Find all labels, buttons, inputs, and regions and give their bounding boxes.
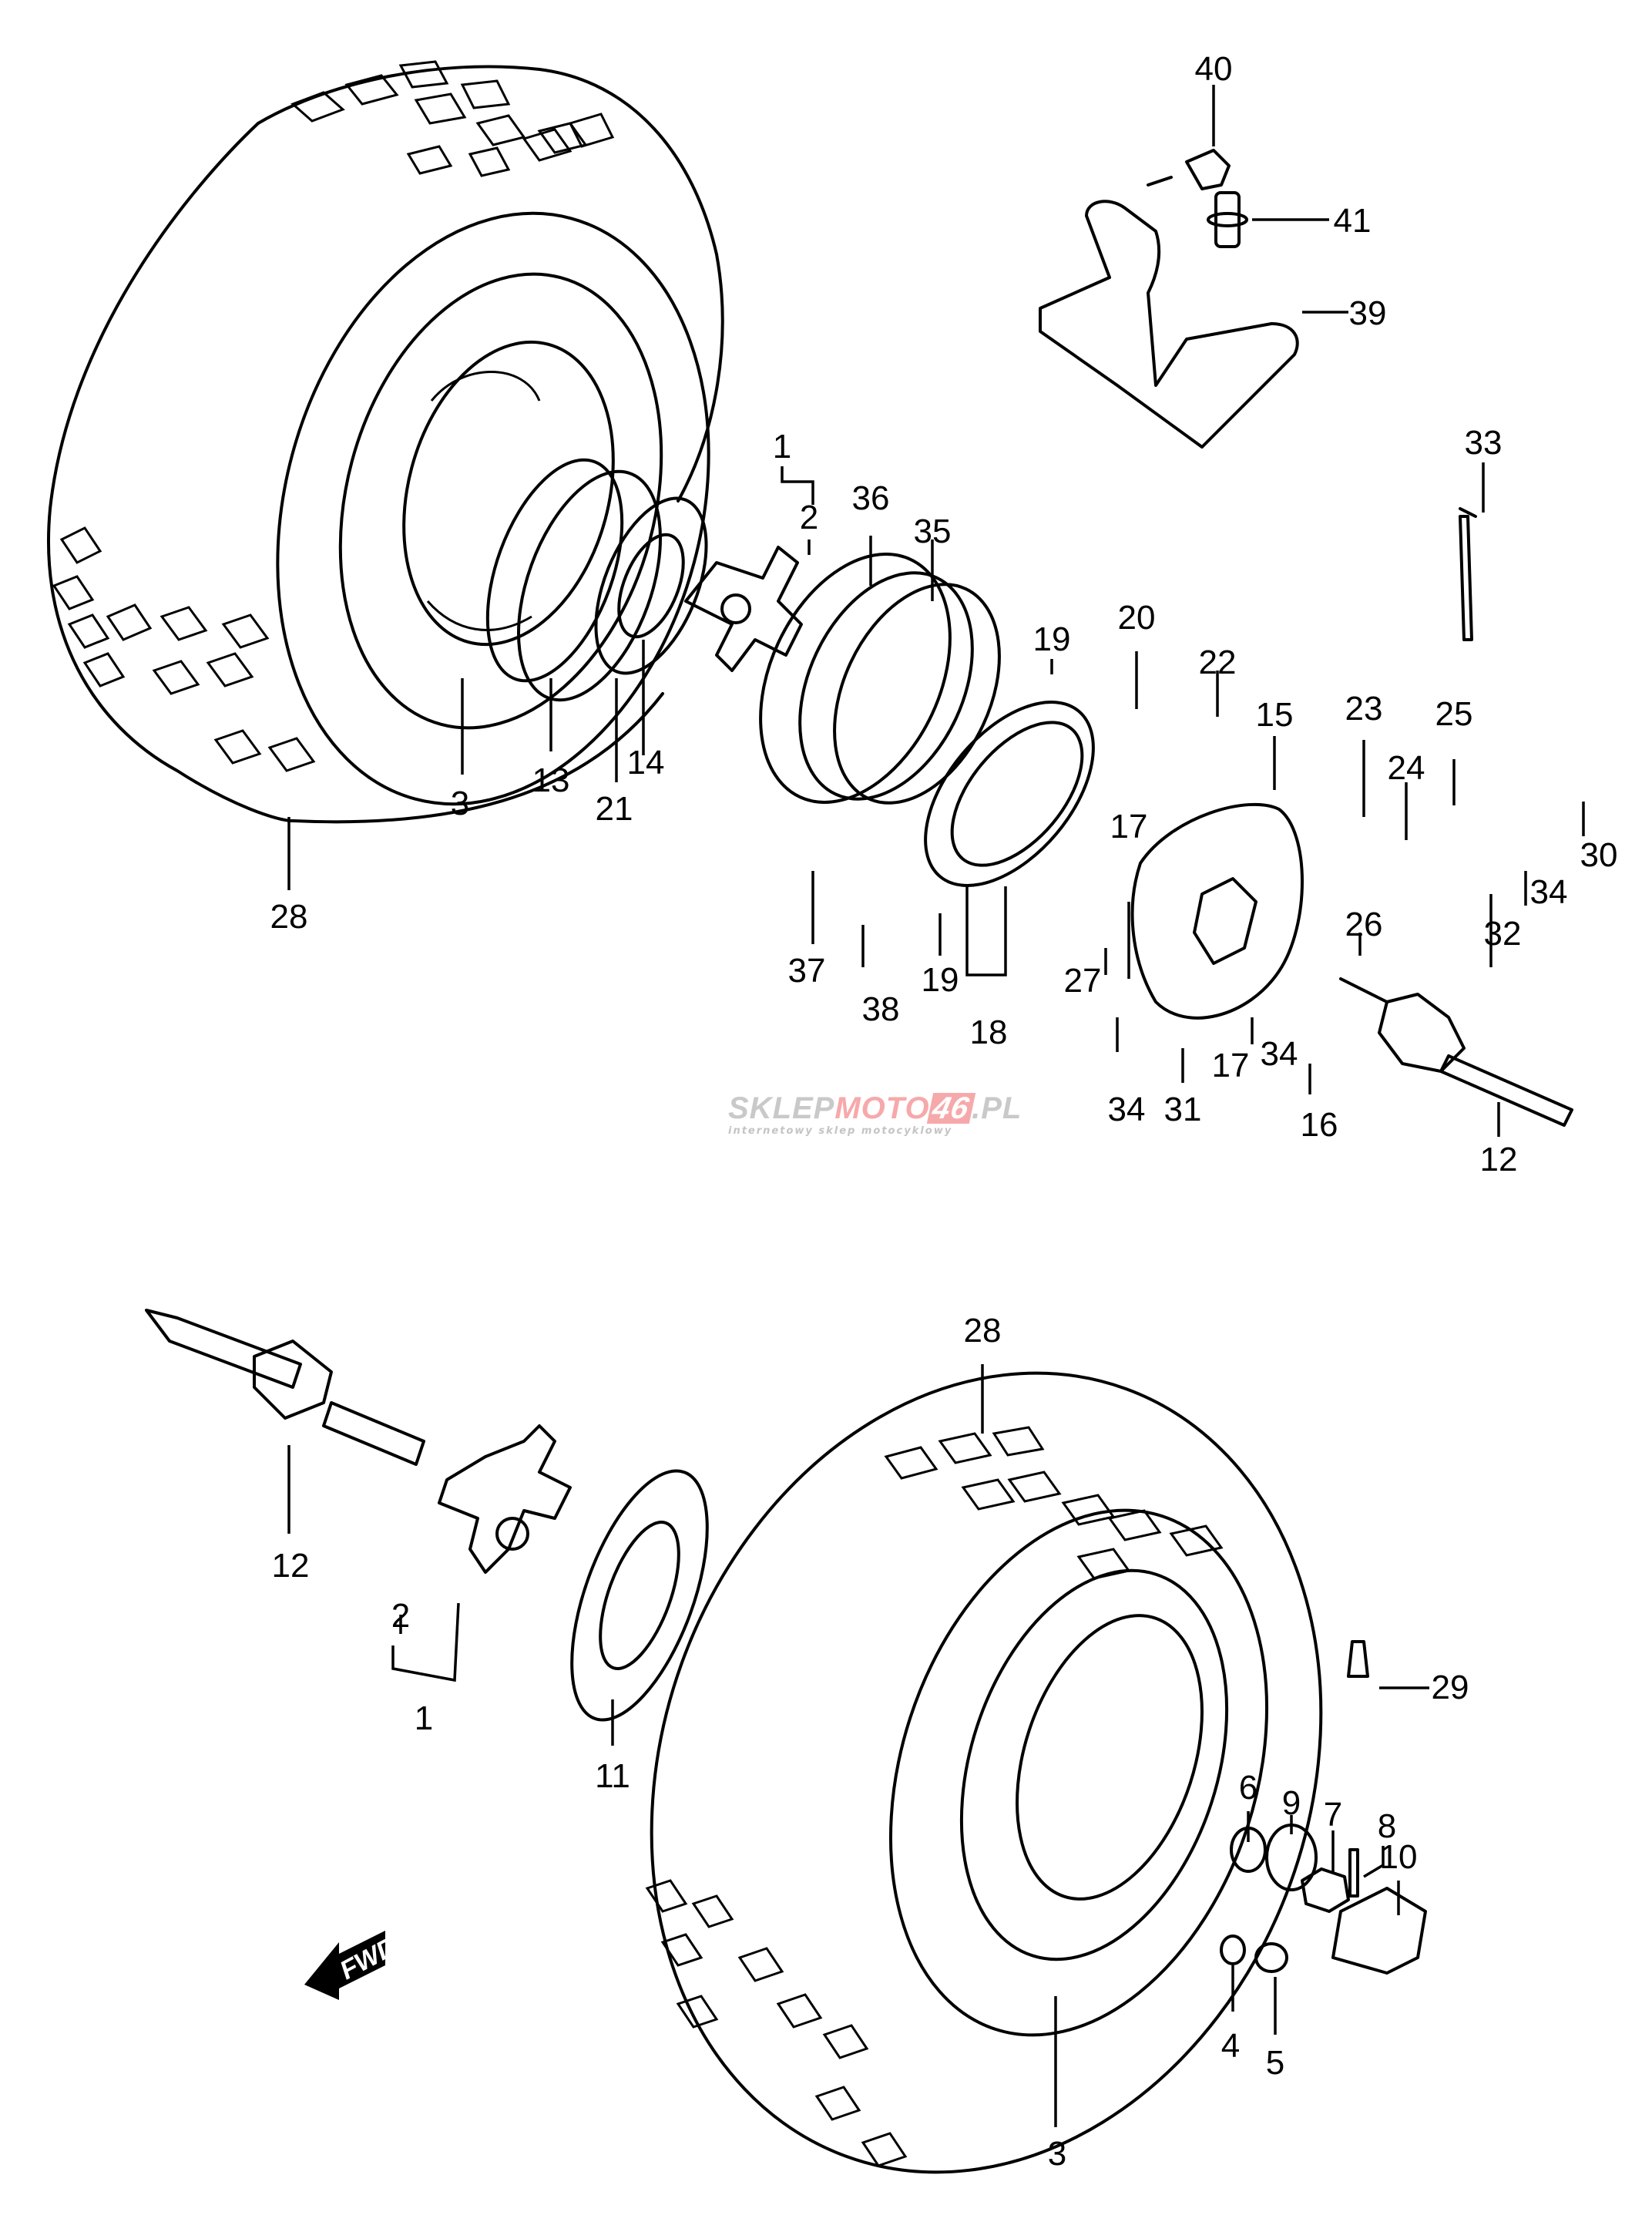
part-label-4: 4	[1221, 2027, 1241, 2065]
part-label-16: 16	[1300, 1106, 1338, 1144]
upper-tread-blocks	[52, 60, 615, 772]
part-label-3: 3	[450, 785, 470, 822]
stay-rod	[1459, 507, 1477, 641]
part-label-34: 34	[1107, 1091, 1146, 1128]
fwd-arrow-icon	[304, 1931, 385, 2000]
part-label-24: 24	[1387, 749, 1425, 787]
watermark-sklep: SKLEP	[728, 1091, 835, 1125]
part-label-1: 1	[772, 428, 792, 466]
part-label-8: 8	[1377, 1807, 1397, 1845]
upper-axle	[1339, 977, 1573, 1127]
part-label-19: 19	[921, 961, 959, 999]
part-label-27: 27	[1063, 962, 1102, 1000]
watermark-subtitle: internetowy sklep motocyklowy	[728, 1125, 953, 1137]
lower-tire	[650, 1371, 1323, 2174]
part-label-18: 18	[969, 1013, 1008, 1051]
part-label-22: 22	[1198, 644, 1237, 681]
part-label-3: 3	[1047, 2135, 1067, 2173]
part-label-36: 36	[851, 479, 890, 517]
part-label-28: 28	[270, 898, 308, 936]
part-label-25: 25	[1435, 695, 1473, 733]
part-label-12: 12	[271, 1547, 310, 1585]
part-label-23: 23	[1345, 690, 1383, 728]
part-label-35: 35	[913, 513, 952, 550]
part-label-28: 28	[963, 1312, 1002, 1350]
part-label-21: 21	[595, 790, 633, 828]
watermark-46: 46	[926, 1091, 975, 1125]
part-label-26: 26	[1345, 906, 1383, 943]
upper-hub-stack	[485, 458, 803, 702]
part-label-38: 38	[861, 990, 900, 1028]
watermark-moto: MOTO	[834, 1091, 930, 1125]
part-label-29: 29	[1431, 1669, 1469, 1706]
part-label-33: 33	[1464, 424, 1503, 462]
part-label-31: 31	[1163, 1091, 1202, 1128]
part-label-40: 40	[1194, 50, 1233, 88]
lower-fasteners	[1220, 1640, 1427, 1975]
part-label-11: 11	[595, 1757, 630, 1795]
watermark-pl: .PL	[972, 1091, 1022, 1125]
upper-tire	[46, 65, 724, 824]
part-label-17: 17	[1211, 1047, 1250, 1084]
part-label-17: 17	[1110, 808, 1148, 845]
part-label-6: 6	[1238, 1769, 1258, 1807]
part-label-34: 34	[1529, 873, 1568, 911]
part-label-1: 1	[414, 1699, 434, 1737]
part-label-15: 15	[1255, 696, 1294, 734]
part-label-37: 37	[787, 952, 826, 990]
lower-tread-blocks	[645, 1426, 1224, 2167]
leader-lines	[287, 85, 1585, 2127]
part-label-13: 13	[532, 761, 570, 799]
part-label-20: 20	[1117, 599, 1156, 637]
lower-axle	[145, 1309, 425, 1466]
brake-panel	[1130, 802, 1304, 1020]
part-label-19: 19	[1032, 620, 1071, 658]
brake-drum	[759, 553, 1001, 805]
part-label-30: 30	[1580, 836, 1618, 874]
part-label-32: 32	[1483, 915, 1522, 953]
part-label-7: 7	[1323, 1796, 1343, 1834]
part-label-34: 34	[1260, 1035, 1298, 1073]
mount-bracket	[1039, 149, 1299, 449]
part-label-41: 41	[1333, 202, 1372, 240]
part-label-39: 39	[1348, 294, 1387, 332]
part-label-9: 9	[1281, 1784, 1301, 1822]
part-label-5: 5	[1265, 2044, 1285, 2082]
watermark: SKLEPMOTO46.PL internetowy sklep motocyk…	[728, 1091, 1022, 1137]
part-label-12: 12	[1479, 1141, 1518, 1178]
part-label-2: 2	[799, 499, 819, 536]
lower-hub	[438, 1424, 709, 1722]
part-label-10: 10	[1379, 1838, 1418, 1876]
part-label-2: 2	[391, 1597, 411, 1635]
part-label-14: 14	[626, 744, 665, 782]
brake-shoes	[924, 701, 1095, 887]
